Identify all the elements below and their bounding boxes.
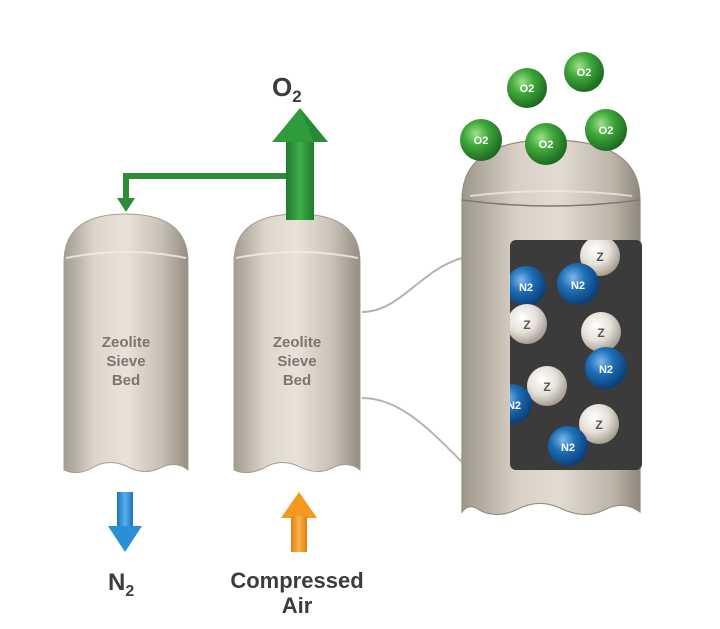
nitrogen-exhaust-arrow — [108, 492, 142, 552]
svg-text:O2: O2 — [577, 67, 592, 79]
svg-text:Z: Z — [596, 250, 603, 264]
bed-left-label-line1: Zeolite — [102, 334, 150, 351]
zeolite-particle: Z — [527, 366, 567, 406]
oxygen-output-arrow — [272, 108, 328, 220]
chamber-molecules: Z N2 N2 Z Z N2 Z N2 — [507, 240, 627, 466]
zeolite-particle: Z — [580, 240, 620, 276]
bed-left-label-line2: Sieve — [106, 353, 145, 370]
bed-right-label-line2: Sieve — [277, 353, 316, 370]
svg-text:N2: N2 — [599, 364, 613, 376]
magnify-connector-top — [361, 257, 463, 313]
svg-text:N2: N2 — [571, 280, 585, 292]
zeolite-particle: Z — [579, 404, 619, 444]
bed-left-label-line3: Bed — [112, 372, 140, 389]
svg-text:Z: Z — [597, 326, 604, 340]
compressed-air-arrow — [281, 492, 317, 552]
n2-molecule: N2 — [585, 347, 627, 389]
svg-text:O2: O2 — [474, 135, 489, 147]
svg-text:Z: Z — [595, 418, 602, 432]
bed-right-label-line3: Bed — [283, 372, 311, 389]
o2-molecule: O2 — [585, 109, 627, 151]
svg-text:O2: O2 — [520, 83, 535, 95]
n2-molecule: N2 — [548, 426, 588, 466]
svg-text:N2: N2 — [519, 282, 533, 294]
o2-output-label: O2 — [272, 72, 302, 106]
svg-text:N2: N2 — [507, 400, 521, 412]
o2-molecule: O2 — [525, 123, 567, 165]
svg-text:O2: O2 — [539, 139, 554, 151]
compressed-air-label-line2: Air — [282, 593, 313, 618]
zeolite-bed-left: Zeolite Sieve Bed — [63, 213, 189, 474]
compressed-air-label-line1: Compressed — [230, 568, 363, 593]
n2-exhaust-label: N2 — [108, 569, 134, 600]
o2-molecule: O2 — [564, 52, 604, 92]
n2-molecule: N2 — [510, 266, 546, 306]
o2-molecule: O2 — [460, 119, 502, 161]
zeolite-bed-right: Zeolite Sieve Bed — [233, 213, 361, 474]
svg-text:O2: O2 — [599, 125, 614, 137]
n2-molecule: N2 — [507, 384, 532, 424]
zeolite-particle: Z — [510, 304, 547, 344]
svg-text:Z: Z — [523, 318, 530, 332]
n2-molecule: N2 — [557, 263, 599, 305]
bed-right-label-line1: Zeolite — [273, 334, 321, 351]
o2-molecule: O2 — [507, 68, 547, 108]
magnify-connector-bottom — [361, 397, 463, 463]
zeolite-particle: Z — [581, 312, 621, 352]
oxygen-purge-branch-arrow — [117, 173, 286, 212]
svg-text:N2: N2 — [561, 442, 575, 454]
svg-text:Z: Z — [543, 380, 550, 394]
